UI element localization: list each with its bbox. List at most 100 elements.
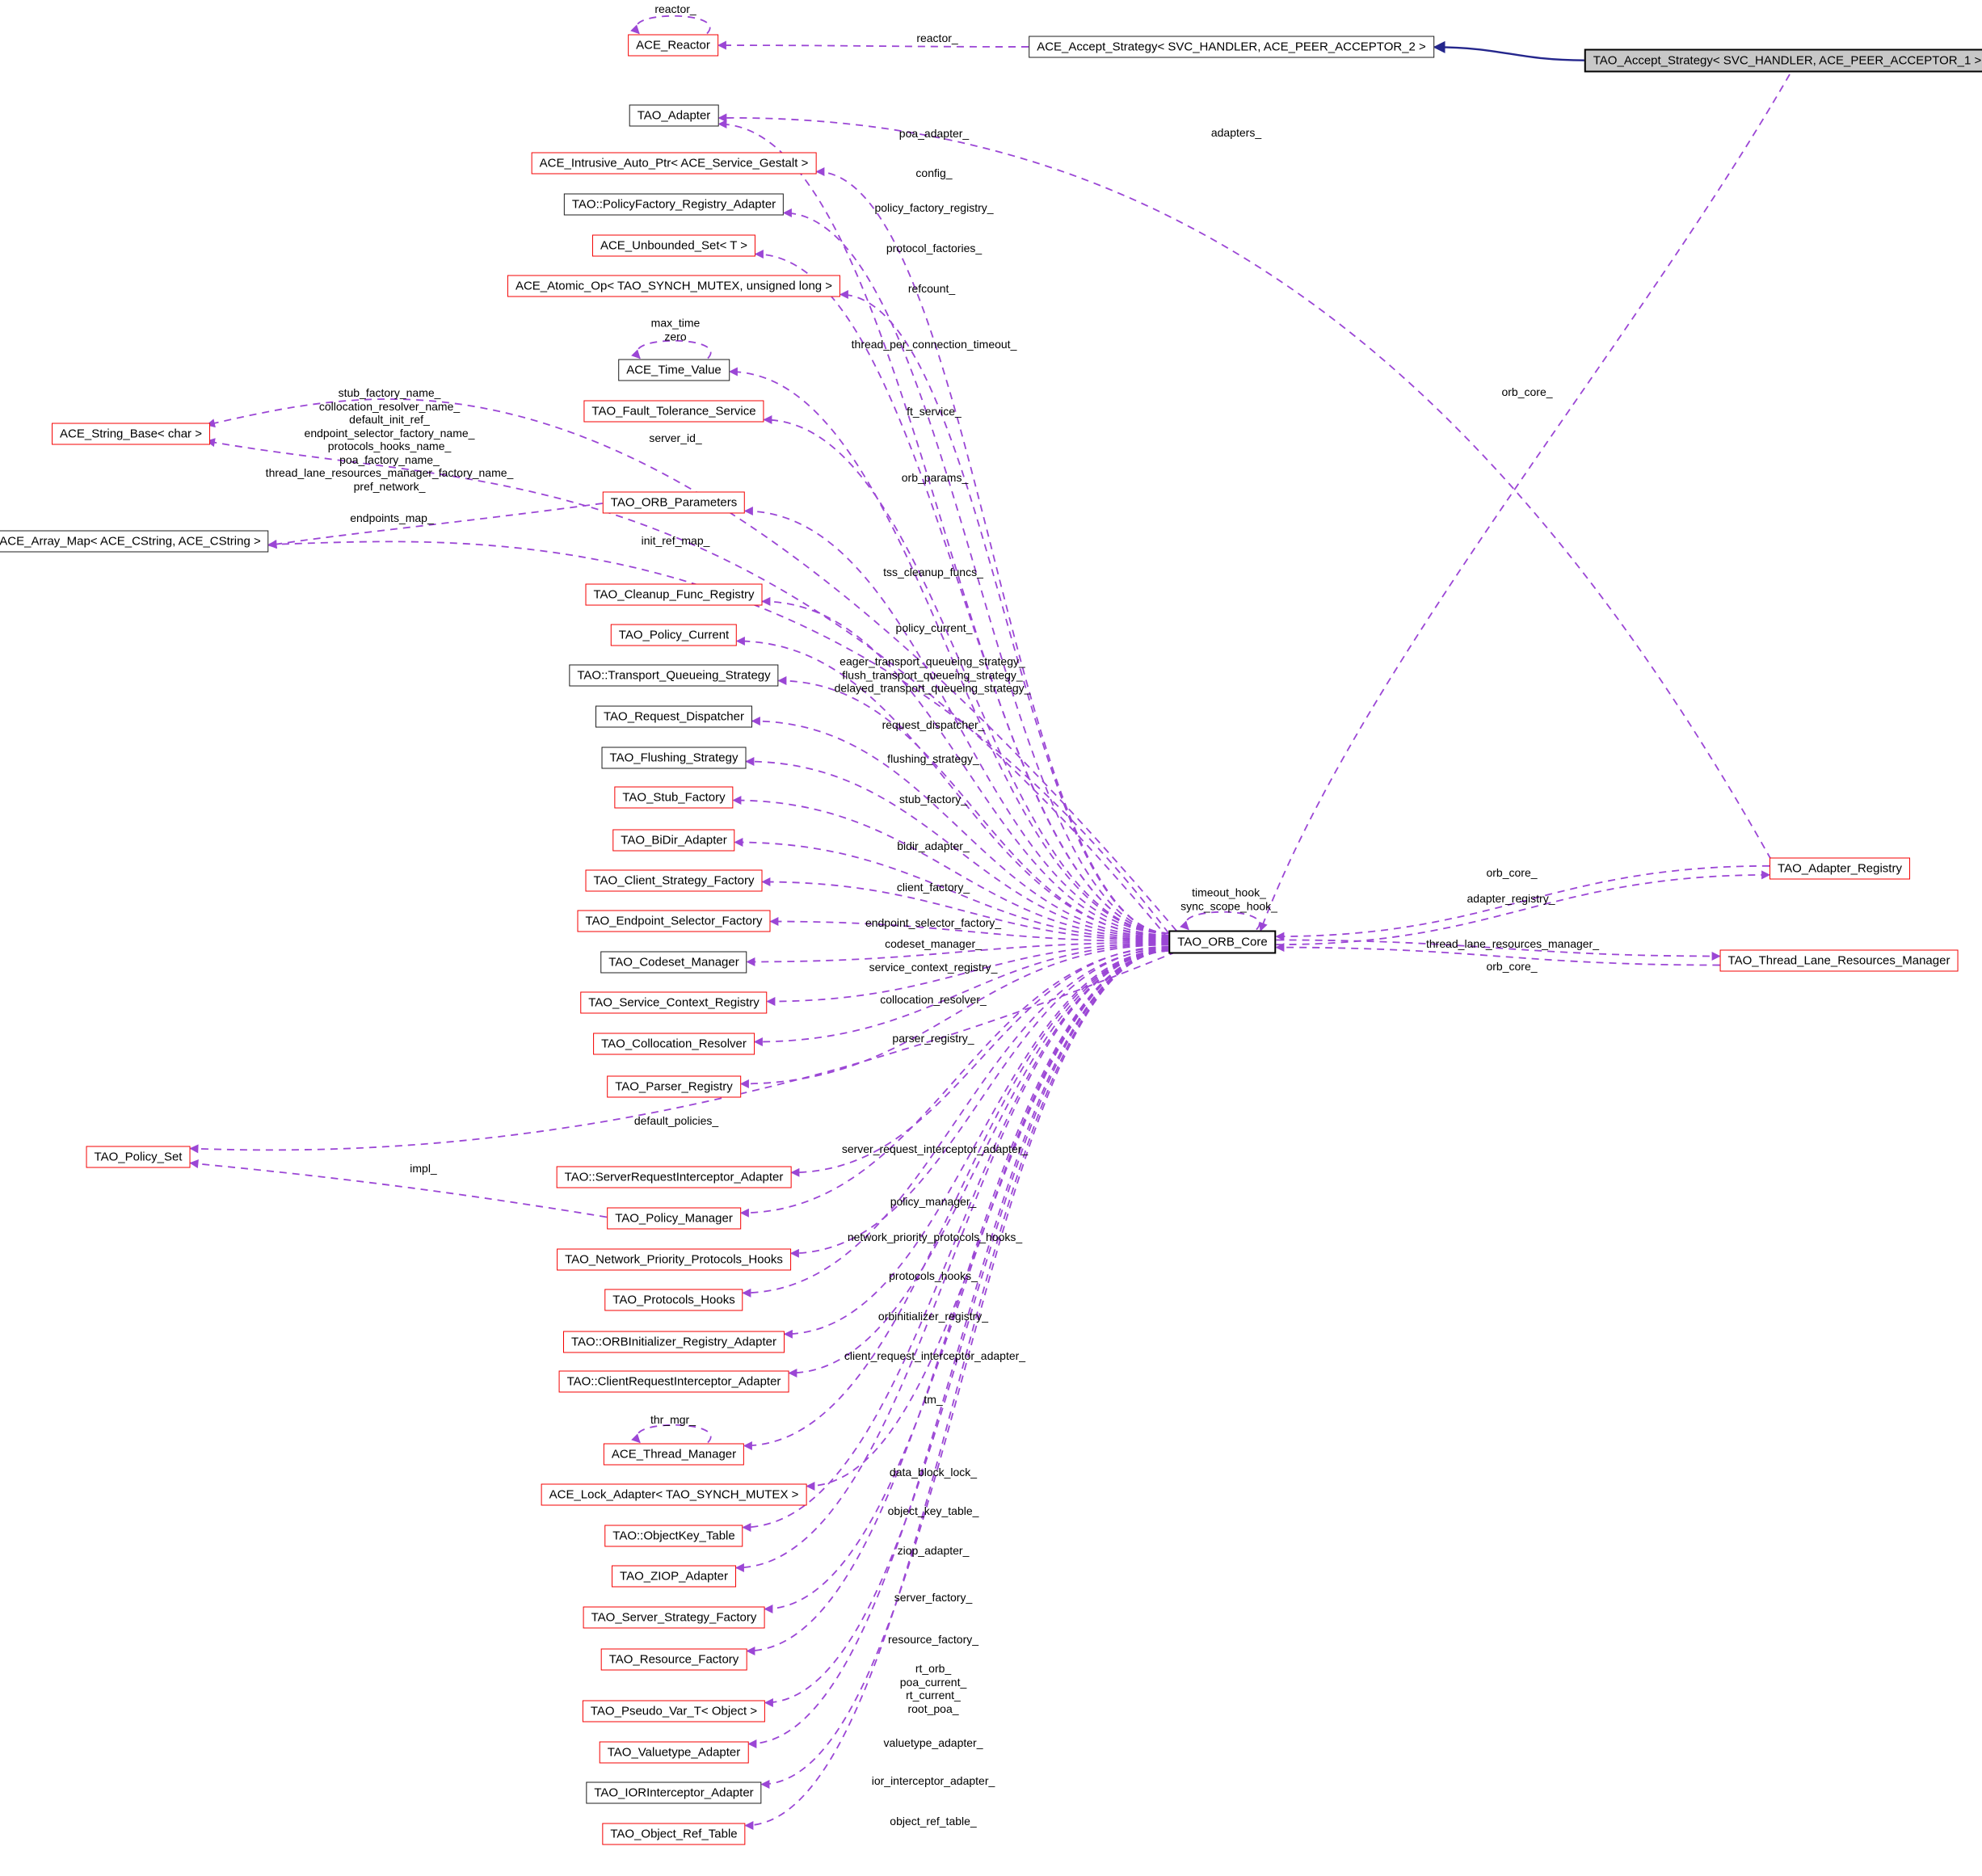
edge-label: resource_factory_: [887, 1632, 979, 1646]
edge-tao_adapter_registry-tao_orb_core: [1275, 864, 1770, 941]
edge-tao_orb_core-ace_string_base: [205, 398, 1177, 932]
class-node-tao_network_priority[interactable]: TAO_Network_Priority_Protocols_Hooks: [557, 1248, 791, 1271]
edge-label: stub_factory_: [898, 792, 968, 806]
edge-label: orb_core_: [1486, 865, 1538, 879]
class-node-tao_policyfactory[interactable]: TAO::PolicyFactory_Registry_Adapter: [563, 193, 785, 216]
class-node-tao_valuetype[interactable]: TAO_Valuetype_Adapter: [599, 1741, 749, 1764]
edge-tao_orb_core-tao_transport_queueing: [777, 675, 1169, 938]
edge-label: ior_interceptor_adapter_: [871, 1773, 995, 1787]
class-node-ace_unbounded[interactable]: ACE_Unbounded_Set< T >: [591, 234, 756, 257]
edge-label: adapters_: [1210, 125, 1262, 139]
class-node-tao_object_ref[interactable]: TAO_Object_Ref_Table: [602, 1823, 746, 1845]
edge-label: default_policies_: [633, 1113, 719, 1127]
class-node-tao_cleanup[interactable]: TAO_Cleanup_Func_Registry: [585, 583, 763, 606]
edge-tao_orb_core-tao_client_request_interceptor: [788, 949, 1169, 1378]
edge-label: stub_factory_name_ collocation_resolver_…: [265, 386, 514, 493]
class-node-tao_collocation[interactable]: TAO_Collocation_Resolver: [593, 1033, 755, 1055]
edge-tao_orb_core-ace_thread_manager: [743, 950, 1169, 1450]
class-node-ace_atomic[interactable]: ACE_Atomic_Op< TAO_SYNCH_MUTEX, unsigned…: [507, 275, 841, 297]
class-node-tao_adapter[interactable]: TAO_Adapter: [629, 104, 719, 127]
edge-label: client_factory_: [896, 880, 970, 894]
class-node-tao_resource_factory[interactable]: TAO_Resource_Factory: [600, 1648, 747, 1671]
class-node-ace_thread_manager[interactable]: ACE_Thread_Manager: [603, 1443, 745, 1466]
edge-tao_orb_core-tao_service_context: [766, 942, 1169, 1007]
class-node-tao_client_strategy[interactable]: TAO_Client_Strategy_Factory: [585, 869, 763, 892]
edge-label: ziop_adapter_: [897, 1543, 970, 1557]
edge-label: bidir_adapter_: [897, 839, 970, 852]
class-node-tao_orb_core[interactable]: TAO_ORB_Core: [1168, 930, 1277, 954]
self-loop-ace_reactor: [630, 15, 711, 35]
edge-tao_orb_core-tao_objectkey: [742, 950, 1169, 1532]
edge-label: eager_transport_queueing_strategy_ flush…: [834, 654, 1031, 695]
edge-tao_orb_core-ace_unbounded: [754, 250, 1169, 934]
class-node-tao_flushing[interactable]: TAO_Flushing_Strategy: [601, 747, 747, 769]
edge-label: ft_service_: [907, 404, 962, 418]
edge-ace_accept_strategy-ace_reactor: [717, 40, 1029, 50]
class-node-tao_pseudo_var[interactable]: TAO_Pseudo_Var_T< Object >: [582, 1700, 766, 1722]
class-node-tao_server_request_interceptor[interactable]: TAO::ServerRequestInterceptor_Adapter: [556, 1166, 792, 1188]
edge-label: reactor_: [916, 31, 958, 44]
class-node-tao_parser[interactable]: TAO_Parser_Registry: [607, 1075, 741, 1098]
edge-tao_orb_core-ace_array_map: [267, 540, 1177, 944]
class-node-tao_policy_current[interactable]: TAO_Policy_Current: [610, 624, 738, 646]
edge-label: orb_params_: [901, 470, 969, 484]
class-node-ace_string_base[interactable]: ACE_String_Base< char >: [52, 423, 210, 445]
class-node-tao_request_dispatcher[interactable]: TAO_Request_Dispatcher: [595, 705, 752, 728]
edge-label: orbinitializer_registry_: [877, 1309, 989, 1323]
class-node-tao_stub_factory[interactable]: TAO_Stub_Factory: [614, 786, 734, 809]
edge-label: object_key_table_: [887, 1504, 979, 1517]
class-node-tao_accept_strategy[interactable]: TAO_Accept_Strategy< SVC_HANDLER, ACE_PE…: [1584, 48, 1982, 73]
edge-tao_orb_core-ace_intrusive: [815, 167, 1169, 934]
edge-tao_orb_core-ace_string_base: [205, 438, 1177, 949]
edge-label: max_time zero: [650, 316, 701, 343]
edge-tao_orb_core-tao_client_strategy: [761, 877, 1169, 942]
edge-tao_orb_core-tao_policyfactory: [782, 208, 1169, 934]
class-node-tao_bidir[interactable]: TAO_BiDir_Adapter: [612, 829, 735, 852]
class-node-ace_intrusive[interactable]: ACE_Intrusive_Auto_Ptr< ACE_Service_Gest…: [531, 152, 817, 175]
class-node-ace_time_value[interactable]: ACE_Time_Value: [618, 359, 730, 381]
class-node-tao_thread_lane[interactable]: TAO_Thread_Lane_Resources_Manager: [1719, 949, 1959, 972]
edge-label: request_dispatcher_: [882, 717, 985, 731]
edge-label: rt_orb_ poa_current_ rt_current_ root_po…: [899, 1662, 967, 1715]
edge-label: refcount_: [907, 281, 956, 295]
edge-tao_orb_core-tao_bidir: [734, 837, 1169, 941]
edge-label: collocation_resolver_: [880, 992, 987, 1006]
class-node-tao_service_context[interactable]: TAO_Service_Context_Registry: [580, 991, 768, 1014]
edge-tao_orb_core-tao_thread_lane: [1276, 939, 1721, 961]
edge-tao_orb_core-tao_ziop: [734, 950, 1169, 1572]
class-node-tao_policy_manager[interactable]: TAO_Policy_Manager: [607, 1207, 741, 1230]
class-node-tao_codeset[interactable]: TAO_Codeset_Manager: [600, 951, 747, 974]
class-node-tao_protocols_hooks[interactable]: TAO_Protocols_Hooks: [604, 1289, 743, 1311]
edge-label: server_id_: [649, 431, 702, 444]
edge-label: policy_manager_: [890, 1194, 977, 1208]
edge-label: valuetype_adapter_: [883, 1735, 983, 1749]
edge-tao_orb_core-tao_server_strategy: [764, 950, 1169, 1613]
edge-label: data_block_lock_: [889, 1465, 978, 1479]
class-node-tao_transport_queueing[interactable]: TAO::Transport_Queueing_Strategy: [569, 664, 779, 687]
edge-label: codeset_manager_: [885, 936, 982, 950]
class-node-tao_objectkey[interactable]: TAO::ObjectKey_Table: [604, 1525, 743, 1547]
edge-label: client_request_interceptor_adapter_: [844, 1348, 1026, 1362]
edge-tao_orb_core-tao_policy_set: [189, 951, 1177, 1154]
class-node-tao_ziop[interactable]: TAO_ZIOP_Adapter: [612, 1565, 736, 1588]
self-loop-ace_time_value: [631, 339, 712, 360]
edge-tao_orb_core-ace_atomic: [839, 290, 1169, 934]
class-node-ace_array_map[interactable]: ACE_Array_Map< ACE_CString, ACE_CString …: [0, 530, 269, 553]
class-node-tao_client_request_interceptor[interactable]: TAO::ClientRequestInterceptor_Adapter: [558, 1370, 789, 1393]
class-node-tao_orb_parameters[interactable]: TAO_ORB_Parameters: [602, 491, 746, 514]
edge-label: init_ref_map_: [641, 533, 710, 547]
class-node-tao_endpoint_selector[interactable]: TAO_Endpoint_Selector_Factory: [577, 910, 771, 932]
edge-tao_orb_core-tao_pseudo_var: [764, 950, 1169, 1707]
edge-label: policy_current_: [895, 620, 973, 634]
class-node-tao_server_strategy[interactable]: TAO_Server_Strategy_Factory: [583, 1606, 765, 1629]
class-node-tao_fault[interactable]: TAO_Fault_Tolerance_Service: [583, 400, 764, 423]
class-node-ace_accept_strategy[interactable]: ACE_Accept_Strategy< SVC_HANDLER, ACE_PE…: [1029, 36, 1434, 58]
class-node-tao_adapter_registry[interactable]: TAO_Adapter_Registry: [1769, 857, 1910, 880]
class-node-ace_lock_adapter[interactable]: ACE_Lock_Adapter< TAO_SYNCH_MUTEX >: [541, 1483, 807, 1506]
class-node-tao_iorinterceptor[interactable]: TAO_IORInterceptor_Adapter: [586, 1781, 762, 1804]
class-node-tao_policy_set[interactable]: TAO_Policy_Set: [86, 1146, 191, 1168]
edge-label: orb_core_: [1501, 385, 1553, 398]
class-node-tao_orbinitializer[interactable]: TAO::ORBInitializer_Registry_Adapter: [563, 1331, 785, 1353]
class-node-ace_reactor[interactable]: ACE_Reactor: [628, 34, 718, 57]
